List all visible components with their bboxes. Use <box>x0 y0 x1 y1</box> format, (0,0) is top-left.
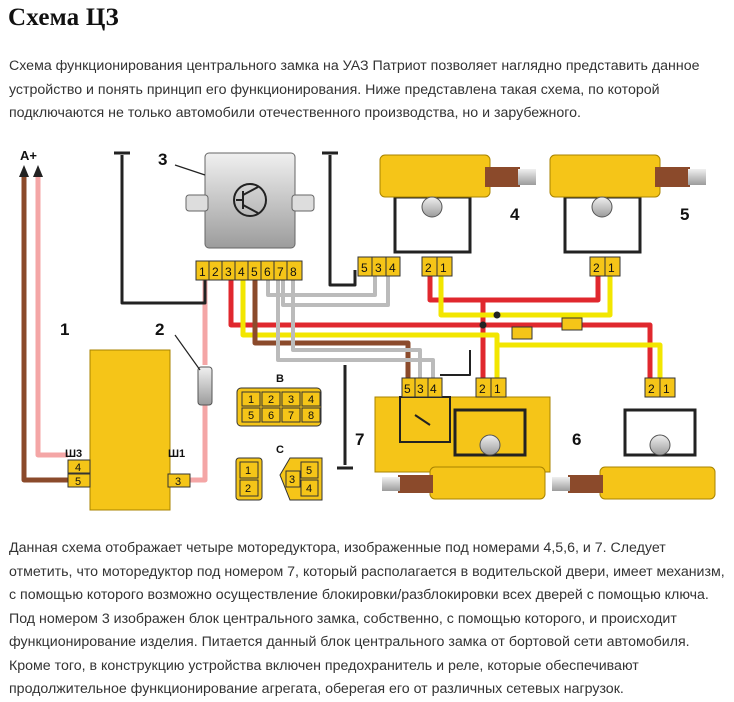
m7-pin-4: 4 <box>430 382 437 396</box>
unit-pin-7: 7 <box>277 265 284 279</box>
unit-pin-8: 8 <box>290 265 297 279</box>
b-pin-4: 4 <box>308 394 314 406</box>
m4-pin-1: 1 <box>440 261 447 275</box>
m6-pin-2: 2 <box>648 382 655 396</box>
connector-sh3-label: Ш3 <box>65 448 82 460</box>
unit-pin-1: 1 <box>199 265 206 279</box>
b-pin-5: 5 <box>248 410 254 422</box>
b-pin-2: 2 <box>268 394 274 406</box>
relay-connector-534: 5 3 4 <box>357 256 401 277</box>
b-pin-6: 6 <box>268 410 274 422</box>
label-6: 6 <box>572 430 581 449</box>
label-1: 1 <box>60 320 69 339</box>
m7-pin-3: 3 <box>417 382 424 396</box>
body-controller-1: 1 Ш3 4 5 Ш1 3 <box>60 320 191 511</box>
c-pin-1: 1 <box>245 465 251 477</box>
central-lock-wiring-diagram: А+ 1 Ш3 4 5 Ш1 3 2 3 <box>19 148 716 511</box>
gray-wire-1 <box>266 270 377 297</box>
connector-b-label: В <box>276 373 284 385</box>
unit-pin-5: 5 <box>251 265 258 279</box>
red-wire-m5 <box>483 270 601 303</box>
red-wire-main <box>228 280 486 390</box>
m5-pin-2: 2 <box>593 261 600 275</box>
unit-pin-3: 3 <box>225 265 232 279</box>
power-input-arrows: А+ <box>19 148 43 177</box>
unit-pin-2: 2 <box>212 265 219 279</box>
m5-pin-1: 1 <box>608 261 615 275</box>
power-wire-brown <box>21 175 68 483</box>
gray-wire-3 <box>291 280 422 385</box>
b-pin-3: 3 <box>288 394 294 406</box>
c-pin-5: 5 <box>306 465 312 477</box>
connector-b: В 1 2 3 4 5 6 7 8 <box>236 373 322 427</box>
motor-reducer-6: 6 2 1 <box>552 377 716 500</box>
unit-pin-4: 4 <box>238 265 245 279</box>
yellow-wire-main <box>240 280 500 390</box>
c-pin-4: 4 <box>306 483 312 495</box>
unit-ground-wire <box>120 155 207 305</box>
description-paragraph: Данная схема отображает четыре моторедук… <box>9 540 725 697</box>
unit-pin-6: 6 <box>264 265 271 279</box>
relay-pin-4: 4 <box>389 261 396 275</box>
unit-pin-strip: 1 2 3 4 5 6 7 8 <box>195 260 303 281</box>
yellow-wire-m5 <box>497 270 613 318</box>
gray-wire-4 <box>276 280 435 385</box>
label-7: 7 <box>355 430 364 449</box>
gray-wire-2 <box>281 270 390 307</box>
connector-c-label: С <box>276 444 284 456</box>
relay-internal-wire <box>440 350 471 376</box>
fuse-2: 2 <box>155 320 213 406</box>
b-pin-7: 7 <box>288 410 294 422</box>
central-lock-unit-3: 3 1 2 3 4 5 6 7 8 <box>158 150 315 281</box>
label-4: 4 <box>510 205 520 224</box>
inline-connectors <box>511 317 583 340</box>
relay-pin-3: 3 <box>375 261 382 275</box>
m6-pin-1: 1 <box>663 382 670 396</box>
sh3-pin-5: 5 <box>75 476 81 488</box>
motor-reducer-4: 4 2 1 <box>379 154 536 277</box>
m4-pin-2: 2 <box>425 261 432 275</box>
connector-sh1-label: Ш1 <box>168 448 185 460</box>
motor-reducer-5: 5 2 1 <box>549 154 706 277</box>
wires <box>21 155 663 483</box>
c-pin-3: 3 <box>289 474 295 486</box>
b-pin-1: 1 <box>248 394 254 406</box>
yellow-wire-m6 <box>497 342 663 390</box>
relay-pin-5: 5 <box>361 261 368 275</box>
intro-paragraph: Схема функционирования центрального замк… <box>9 58 700 121</box>
brown-wire-relay <box>252 280 411 385</box>
label-2: 2 <box>155 320 164 339</box>
m7-pin-5: 5 <box>404 382 411 396</box>
label-5: 5 <box>680 205 689 224</box>
m7-pin-1: 1 <box>494 382 501 396</box>
connector-c: С 1 2 3 4 5 <box>235 444 323 501</box>
power-label: А+ <box>20 148 37 163</box>
sh3-pin-4: 4 <box>75 462 81 474</box>
red-wire-m6 <box>483 322 653 390</box>
power-wire-pink <box>35 175 68 458</box>
m7-pin-2: 2 <box>479 382 486 396</box>
top-ground-wire <box>328 155 357 287</box>
fuse-wire-lower <box>190 405 208 483</box>
page-title: Схема ЦЗ <box>8 4 119 31</box>
c-pin-2: 2 <box>245 483 251 495</box>
motor-reducer-7: 7 5 3 4 2 1 <box>355 377 551 500</box>
label-3: 3 <box>158 150 167 169</box>
yellow-wire-m4 <box>438 270 497 318</box>
ground-symbols <box>114 151 353 470</box>
b-pin-8: 8 <box>308 410 314 422</box>
sh1-pin-3: 3 <box>175 476 181 488</box>
